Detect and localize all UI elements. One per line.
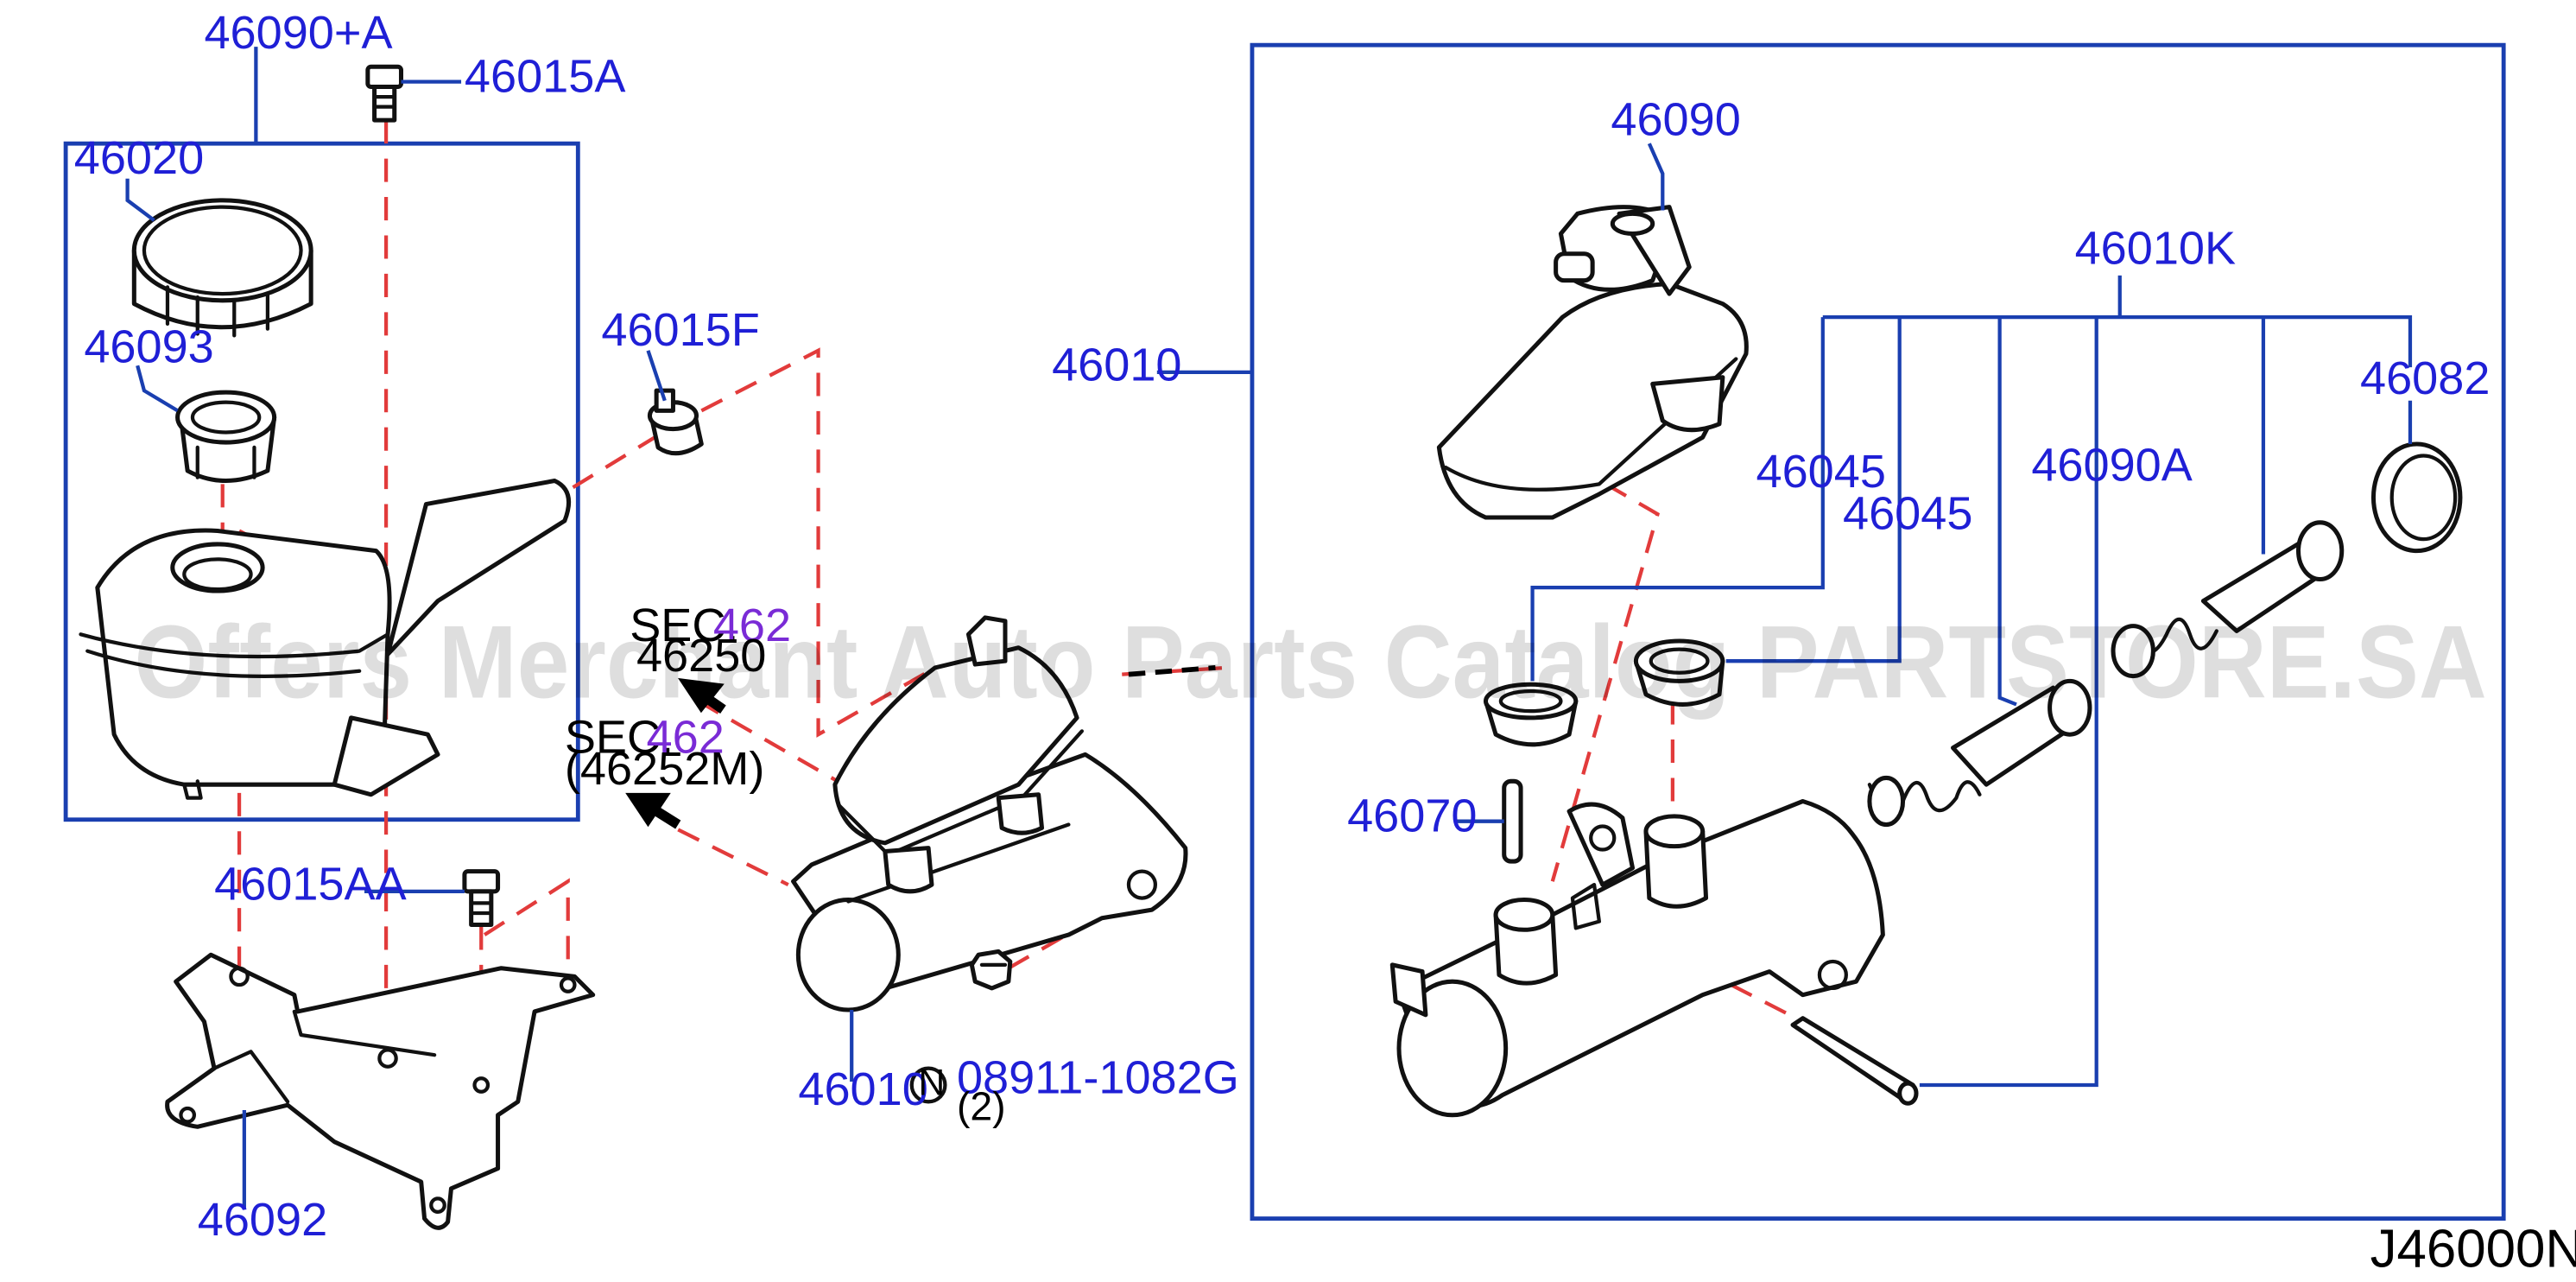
label-46015A: 46015A <box>465 50 626 102</box>
master-cylinder-group-box <box>1156 42 2506 1221</box>
label-46090A: 46090A <box>2031 440 2193 492</box>
reservoir-cap-46020 <box>131 198 313 338</box>
label-bolt-qty: (2) <box>957 1084 1006 1129</box>
primary-piston-assy <box>2111 520 2345 679</box>
bracket-46092 <box>165 952 596 1230</box>
label-46010-box: 46010 <box>1052 340 1181 391</box>
stop-pin <box>1790 1016 1919 1106</box>
sec1-number: 462 <box>713 600 791 651</box>
label-46010K: 46010K <box>2075 222 2237 274</box>
reservoir-group-box <box>63 47 580 822</box>
diagram-code: J46000N3 <box>2370 1220 2576 1279</box>
label-46045-a: 46045 <box>1756 446 1886 498</box>
label-46090A-top: 46090+A <box>204 7 392 59</box>
label-46010-left: 46010 <box>798 1063 927 1115</box>
reservoir-46090 <box>1436 205 1749 520</box>
hose-clip-46015F <box>647 388 704 456</box>
bolt-46015A <box>365 64 403 123</box>
cylinder-body <box>1389 798 1885 1118</box>
label-46092: 46092 <box>198 1194 327 1246</box>
section-arrow-right <box>1128 665 1216 677</box>
label-46020: 46020 <box>74 132 204 184</box>
section-arrow-46250 <box>677 677 726 714</box>
label-46082: 46082 <box>2360 352 2490 404</box>
label-bolt-marker: N <box>918 1063 945 1104</box>
secondary-piston-spring <box>1867 678 2092 828</box>
sec2-prefix: SEC. <box>565 711 674 763</box>
label-46090: 46090 <box>1611 94 1740 146</box>
watermark-text: Offers Merchant Auto Parts Catalog PARTS… <box>134 606 2487 720</box>
sec1-reference: 46250 <box>636 630 766 682</box>
label-46015AA: 46015AA <box>214 859 407 911</box>
label-46015F: 46015F <box>601 304 759 356</box>
leader-lines <box>125 79 2413 1209</box>
section-arrow-46252M <box>625 792 681 829</box>
nut-marker-circle <box>909 1066 947 1104</box>
sec2-number: 462 <box>647 711 725 763</box>
bolt-46015AA <box>462 869 501 928</box>
part-labels: 46090+A 46015A 46020 46093 46015F 46015A… <box>74 7 2576 1279</box>
reservoir-seal-46045-b <box>1633 638 1725 707</box>
label-46045-b: 46045 <box>1843 488 1972 540</box>
label-46093: 46093 <box>84 320 213 372</box>
bolt-08911-1082G <box>969 949 1013 991</box>
seal-ring-46082 <box>2370 441 2463 554</box>
master-cylinder-assy-46010 <box>791 615 1188 1012</box>
sec2-reference: (46252M) <box>565 743 765 795</box>
sec1-prefix: SEC. <box>630 600 738 651</box>
reservoir-seal-46045-a <box>1483 682 1579 747</box>
reservoir-tank <box>79 478 572 800</box>
pin-46070 <box>1502 778 1523 864</box>
strainer-46093 <box>175 390 277 483</box>
label-bolt-part: 08911-1082G <box>957 1052 1239 1104</box>
label-46070: 46070 <box>1347 790 1477 841</box>
